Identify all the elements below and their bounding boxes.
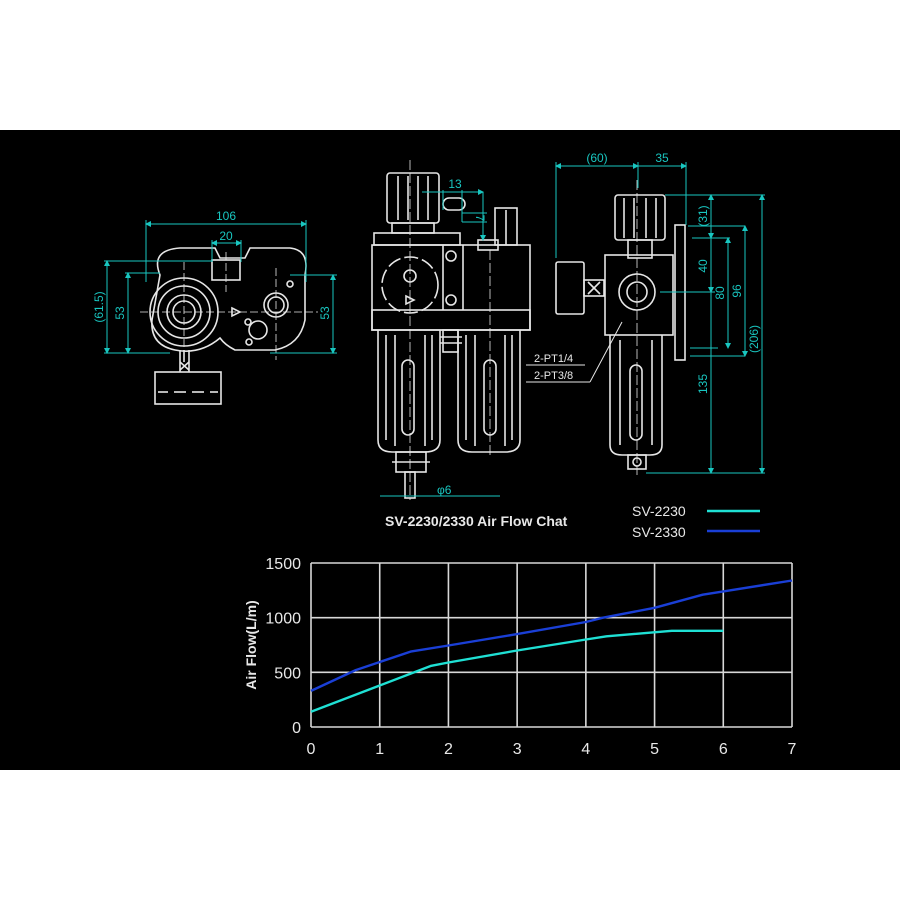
x-tick-label: 2 [444, 741, 453, 758]
drawing-panel: 106 20 (61.5) 53 53 [0, 130, 900, 770]
chart-legend: SV-2230 SV-2330 [632, 503, 760, 540]
legend-label-sv2330: SV-2330 [632, 524, 686, 540]
dim-53-right: 53 [318, 306, 332, 320]
y-tick-label: 500 [274, 665, 301, 682]
port-leader [526, 321, 623, 383]
dim-phi6: φ6 [437, 483, 452, 497]
y-axis-label: Air Flow(L/m) [243, 600, 259, 689]
y-tick-label: 1000 [265, 611, 301, 628]
dim-13: 13 [448, 177, 462, 191]
dim-31: (31) [696, 205, 710, 226]
y-tick-label: 0 [292, 720, 301, 737]
x-tick-label: 7 [788, 741, 797, 758]
dim-53-left: 53 [113, 306, 127, 320]
x-tick-label: 1 [375, 741, 384, 758]
top-view [140, 247, 318, 405]
x-tick-label: 3 [513, 741, 522, 758]
dim-206: (206) [747, 325, 761, 353]
legend-label-sv2230: SV-2230 [632, 503, 686, 519]
x-tick-label: 0 [307, 741, 316, 758]
dim-135: 135 [696, 374, 710, 394]
dim-96: 96 [730, 284, 744, 298]
port-label-pt14: 2-PT1/4 [534, 353, 573, 365]
dim-35: 35 [655, 151, 669, 165]
air-flow-chart: 0 1 2 3 4 5 6 7 0 500 1000 1500 [265, 556, 796, 758]
x-tick-label: 6 [719, 741, 728, 758]
y-tick-label: 1500 [265, 556, 301, 573]
series-line-sv-2230 [310, 629, 724, 713]
side-view [555, 180, 686, 475]
dim-7: 7 [473, 215, 487, 222]
dim-106: 106 [216, 209, 236, 223]
front-view [371, 160, 531, 500]
series-line-sv-2330 [310, 579, 793, 692]
dim-61-5: (61.5) [92, 291, 106, 322]
top-view-dimensions [104, 220, 337, 354]
side-view-dimensions [555, 162, 765, 474]
technical-drawing: 106 20 (61.5) 53 53 [92, 151, 797, 758]
dim-40: 40 [696, 259, 710, 273]
dim-60: (60) [586, 151, 607, 165]
chart-title: SV-2230/2330 Air Flow Chat [385, 513, 568, 529]
dim-80: 80 [713, 286, 727, 300]
front-view-dimensions [380, 189, 500, 497]
x-tick-label: 5 [650, 741, 659, 758]
x-tick-label: 4 [581, 741, 590, 758]
port-label-pt38: 2-PT3/8 [534, 370, 573, 382]
dim-20: 20 [219, 229, 233, 243]
